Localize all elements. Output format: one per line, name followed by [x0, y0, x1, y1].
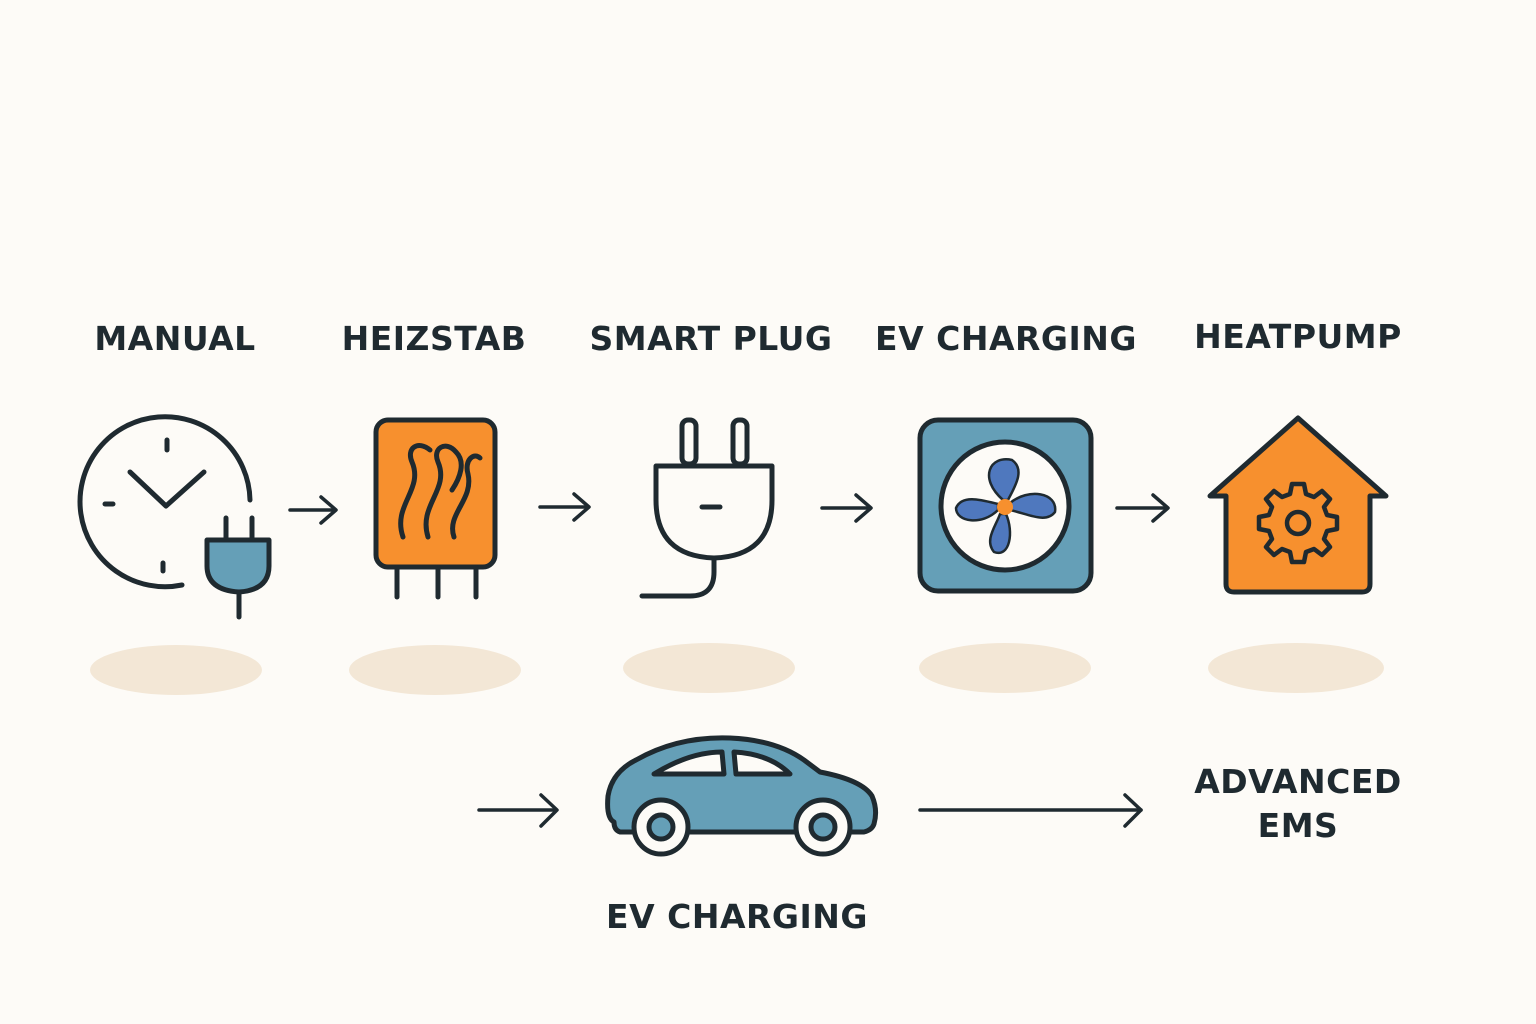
final-label-line1: ADVANCED	[1194, 762, 1402, 801]
arrow-1	[288, 495, 338, 525]
plug-icon	[639, 417, 775, 599]
car-label: EV CHARGING	[606, 897, 868, 936]
heating-rod-icon	[373, 417, 498, 600]
shadow-ev-charging	[919, 643, 1091, 693]
house-gear-icon	[1207, 415, 1389, 595]
step-label-manual: MANUAL	[94, 319, 256, 358]
fan-box-icon	[917, 417, 1094, 594]
shadow-heatpump	[1208, 643, 1384, 693]
arrow-5	[477, 793, 559, 828]
step-label-heizstab: HEIZSTAB	[341, 319, 527, 358]
arrow-3	[820, 493, 873, 523]
shadow-manual	[90, 645, 262, 695]
arrow-2	[538, 492, 591, 522]
arrow-6	[918, 793, 1143, 828]
step-label-ev-charging: EV CHARGING	[875, 319, 1137, 358]
final-label-line2: EMS	[1257, 806, 1339, 845]
shadow-smart-plug	[623, 643, 795, 693]
clock-plug-icon	[77, 414, 272, 620]
shadow-heizstab	[349, 645, 521, 695]
arrow-4	[1115, 493, 1170, 523]
car-icon	[605, 735, 879, 857]
step-label-smart-plug: SMART PLUG	[589, 319, 833, 358]
step-label-heatpump: HEATPUMP	[1194, 317, 1402, 356]
final-label: ADVANCED EMS	[1194, 760, 1402, 848]
